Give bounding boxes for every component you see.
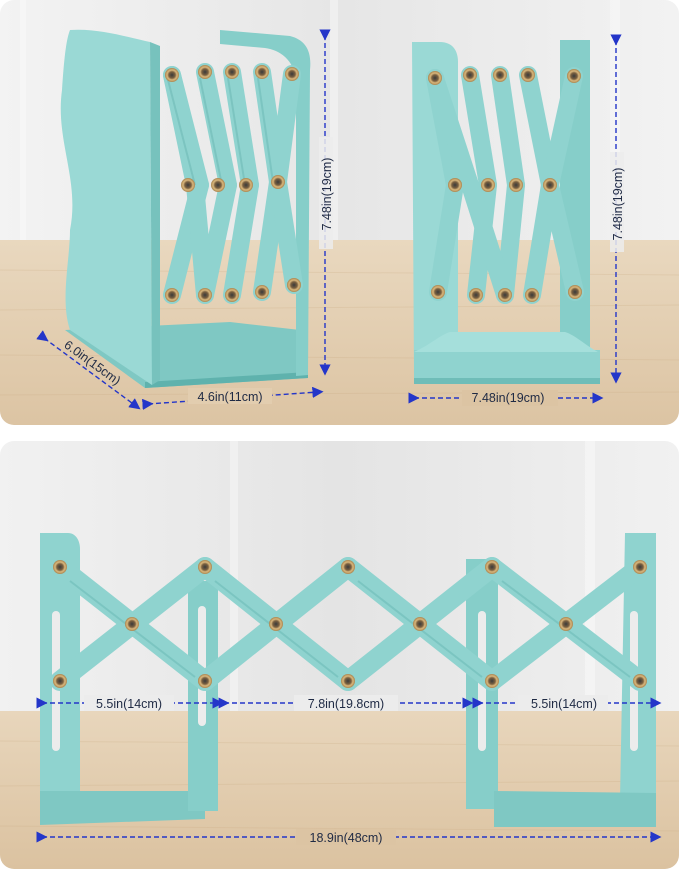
bookend-extended (40, 533, 656, 827)
left-span-label: 5.5in(14cm) (96, 697, 162, 711)
bottom-panel-illustration: 5.5in(14cm) 7.8in(19.8cm) 5.5in(14cm) 18… (0, 441, 679, 869)
left-depth-dimension-line (36, 330, 141, 410)
left-width-dimension-line (142, 386, 324, 410)
right-span-label: 5.5in(14cm) (531, 697, 597, 711)
right-bookend-closed (412, 40, 600, 384)
total-length-label: 18.9in(48cm) (310, 831, 383, 845)
bottom-product-panel: 5.5in(14cm) 7.8in(19.8cm) 5.5in(14cm) 18… (0, 441, 679, 869)
left-bookend-closed (60, 29, 311, 388)
middle-span-label: 7.8in(19.8cm) (308, 697, 384, 711)
top-product-panel: 7.48in(19cm) 6.0in(15cm) 4.6in(11cm) 7.4… (0, 0, 679, 425)
right-height-label: 7.48in(19cm) (611, 168, 625, 241)
top-panel-illustration: 7.48in(19cm) 6.0in(15cm) 4.6in(11cm) 7.4… (0, 0, 679, 425)
right-width-label: 7.48in(19cm) (472, 391, 545, 405)
left-height-label: 7.48in(19cm) (320, 158, 334, 231)
left-width-label: 4.6in(11cm) (197, 390, 262, 404)
wood-table-bottom (0, 711, 679, 869)
